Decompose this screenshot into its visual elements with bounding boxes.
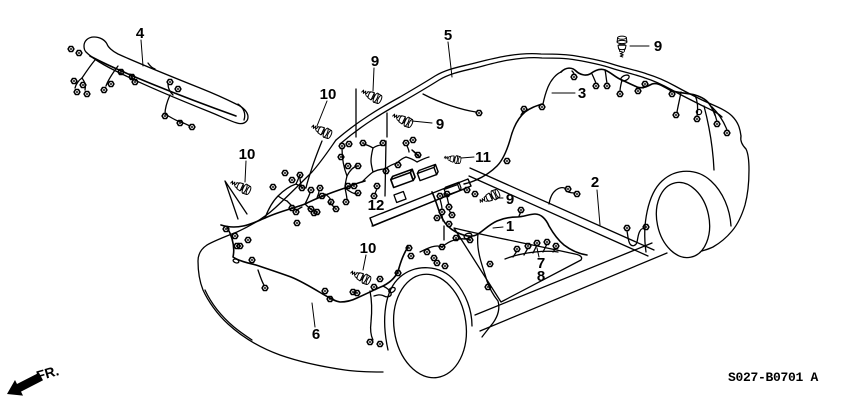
svg-text:9: 9 [654, 38, 662, 55]
svg-text:9: 9 [436, 116, 444, 133]
svg-text:7: 7 [537, 255, 545, 272]
svg-text:12: 12 [368, 197, 385, 214]
svg-text:8: 8 [537, 268, 545, 285]
svg-text:2: 2 [591, 174, 599, 191]
svg-text:4: 4 [136, 25, 145, 42]
svg-text:10: 10 [360, 240, 377, 257]
svg-text:3: 3 [578, 85, 586, 102]
svg-text:10: 10 [239, 146, 256, 163]
svg-text:9: 9 [506, 191, 514, 208]
svg-text:9: 9 [371, 53, 379, 70]
svg-text:6: 6 [312, 326, 320, 343]
svg-text:S027-B0701 A: S027-B0701 A [728, 370, 819, 385]
svg-text:1: 1 [506, 218, 514, 235]
svg-text:5: 5 [444, 27, 452, 44]
svg-text:FR.: FR. [34, 362, 60, 384]
svg-text:11: 11 [475, 149, 491, 166]
svg-text:10: 10 [320, 86, 337, 103]
